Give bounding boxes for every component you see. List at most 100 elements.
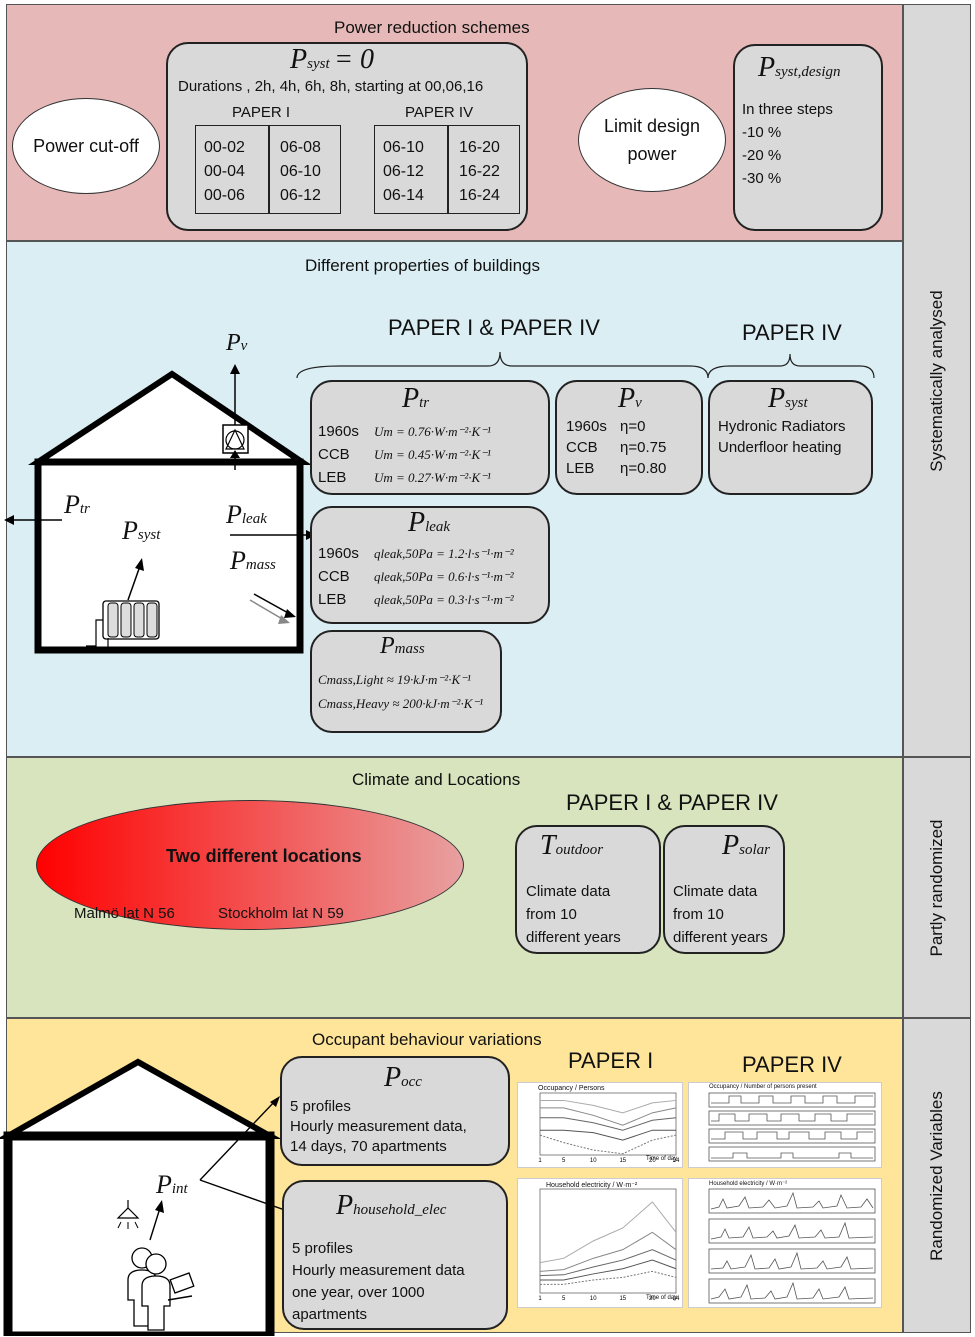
occupant-title: Occupant behaviour variations <box>312 1030 542 1049</box>
chart-frame <box>539 1188 677 1294</box>
x-tick-label: 24 <box>673 1158 680 1164</box>
toutdoor-symbol: Toutdoor <box>540 830 604 861</box>
household-electricity-chart-paper4: Household electricity / W·m⁻² <box>688 1178 882 1308</box>
power-reduction-title: Power reduction schemes <box>334 18 530 37</box>
side-systematically-analysed: Systematically analysed <box>903 4 971 757</box>
series-line <box>539 1249 677 1277</box>
limit-design-ellipse: Limit design power <box>578 88 726 192</box>
psolar-text: Climate data from 10 different years <box>673 883 768 946</box>
x-tick-label: 20 <box>649 1158 656 1164</box>
design-power-box <box>733 44 883 231</box>
psolar-symbol: Psolar <box>722 830 770 861</box>
paper1-label: PAPER I <box>232 104 291 121</box>
pmass-box-symbol: Pmass <box>380 633 425 659</box>
side-label-systematic: Systematically analysed <box>927 289 946 472</box>
pmass-rows: Cmass,Light ≈ 19·kJ·m⁻²·K⁻¹ Cmass,Heavy … <box>318 672 484 711</box>
toutdoor-text: Climate data from 10 different years <box>526 883 621 946</box>
toutdoor-box <box>515 825 661 954</box>
ptr-box-symbol: Ptr <box>402 383 430 414</box>
design-steps: In three steps -10 % -20 % -30 % <box>742 101 833 187</box>
phousehold-text: 5 profiles Hourly measurement data one y… <box>292 1240 465 1323</box>
household-chart-paper4-title: Household electricity / W·m⁻² <box>709 1181 788 1187</box>
paper4-label: PAPER IV <box>405 104 474 121</box>
series-line <box>539 1201 677 1264</box>
building-properties-title: Different properties of buildings <box>305 256 540 275</box>
occupancy-chart-paper4-title: Occupancy / Number of persons present <box>709 1084 817 1090</box>
location-malmo: Malmö lat N 56 <box>74 905 175 922</box>
psolar-box <box>663 825 785 954</box>
pv-house-symbol: Pv <box>226 330 248 356</box>
paper4-label-occupant: PAPER IV <box>742 1052 842 1077</box>
occupant-house-illustration <box>0 1058 300 1336</box>
series-line <box>540 1099 677 1114</box>
psyst-lines: Hydronic Radiators Underfloor heating <box>718 418 846 456</box>
series-line <box>540 1259 677 1281</box>
locations-title: Two different locations <box>166 846 362 866</box>
pv-box-symbol: Pv <box>618 383 642 414</box>
power-cutoff-label: Power cut-off <box>33 136 139 156</box>
building-illustration <box>4 351 875 654</box>
pmass-house-symbol: Pmass <box>230 546 276 575</box>
paper-iv-label-buildings: PAPER IV <box>742 320 842 345</box>
x-tick-label: 5 <box>562 1158 566 1164</box>
psyst-zero-equation: Psyst = 0 <box>290 44 374 75</box>
locations-ellipse <box>36 800 464 930</box>
pint-symbol: Pint <box>156 1170 188 1199</box>
series-line <box>540 1270 677 1285</box>
pocc-box <box>280 1056 510 1166</box>
durations-text: Durations , 2h, 4h, 6h, 8h, starting at … <box>178 78 484 95</box>
pleak-box-symbol: Pleak <box>408 507 451 538</box>
household-chart-xlabel: Time of day <box>646 1295 678 1301</box>
location-stockholm: Stockholm lat N 59 <box>218 905 344 922</box>
psyst-house-symbol: Psyst <box>122 516 161 545</box>
pocc-text: 5 profiles Hourly measurement data, 14 d… <box>290 1098 467 1155</box>
pv-box <box>555 380 703 495</box>
series-line <box>540 1107 677 1126</box>
x-tick-label: 20 <box>649 1296 656 1302</box>
pleak-box <box>310 506 550 624</box>
phousehold-box <box>282 1180 508 1330</box>
pleak-house-symbol: Pleak <box>226 500 267 529</box>
series-line <box>539 1134 677 1155</box>
x-tick-label: 10 <box>590 1296 597 1302</box>
power-cutoff-ellipse: Power cut-off <box>12 98 160 194</box>
side-partly-randomized: Partly randomized <box>903 757 971 1018</box>
paper-both-label-buildings: PAPER I & PAPER IV <box>388 315 600 340</box>
ptr-box <box>310 380 550 495</box>
x-tick-label: 15 <box>619 1296 626 1302</box>
psyst-design-symbol: Psyst,design <box>758 52 841 83</box>
series-line <box>540 1117 677 1131</box>
occupancy-chart-title: Occupancy / Persons <box>538 1085 605 1092</box>
occupancy-chart-paper4: Occupancy / Number of persons present <box>688 1082 882 1168</box>
series-line <box>540 1129 676 1141</box>
x-tick-label: 15 <box>619 1158 626 1164</box>
pocc-symbol: Pocc <box>384 1062 422 1093</box>
limit-design-label: Limit design power <box>603 116 701 164</box>
ptr-house-symbol: Ptr <box>64 490 90 519</box>
psyst-box-symbol: Psyst <box>768 383 808 414</box>
side-label-random: Randomized Variables <box>927 1090 946 1261</box>
series-line <box>539 1231 677 1272</box>
phousehold-symbol: Phousehold_elec <box>336 1190 447 1221</box>
pmass-box <box>310 630 502 733</box>
psyst-box <box>708 380 873 495</box>
paper-both-label-climate: PAPER I & PAPER IV <box>566 790 778 815</box>
paper1-label-occupant: PAPER I <box>568 1048 654 1073</box>
x-tick-label: 1 <box>538 1158 542 1164</box>
side-randomized-variables: Randomized Variables <box>903 1018 971 1333</box>
x-tick-label: 5 <box>562 1296 566 1302</box>
x-tick-label: 1 <box>538 1296 542 1302</box>
occupancy-chart-xlabel: Time of day <box>646 1156 678 1162</box>
chart-frame <box>539 1092 677 1156</box>
household-chart-title: Household electricity / W·m⁻² <box>546 1182 638 1189</box>
